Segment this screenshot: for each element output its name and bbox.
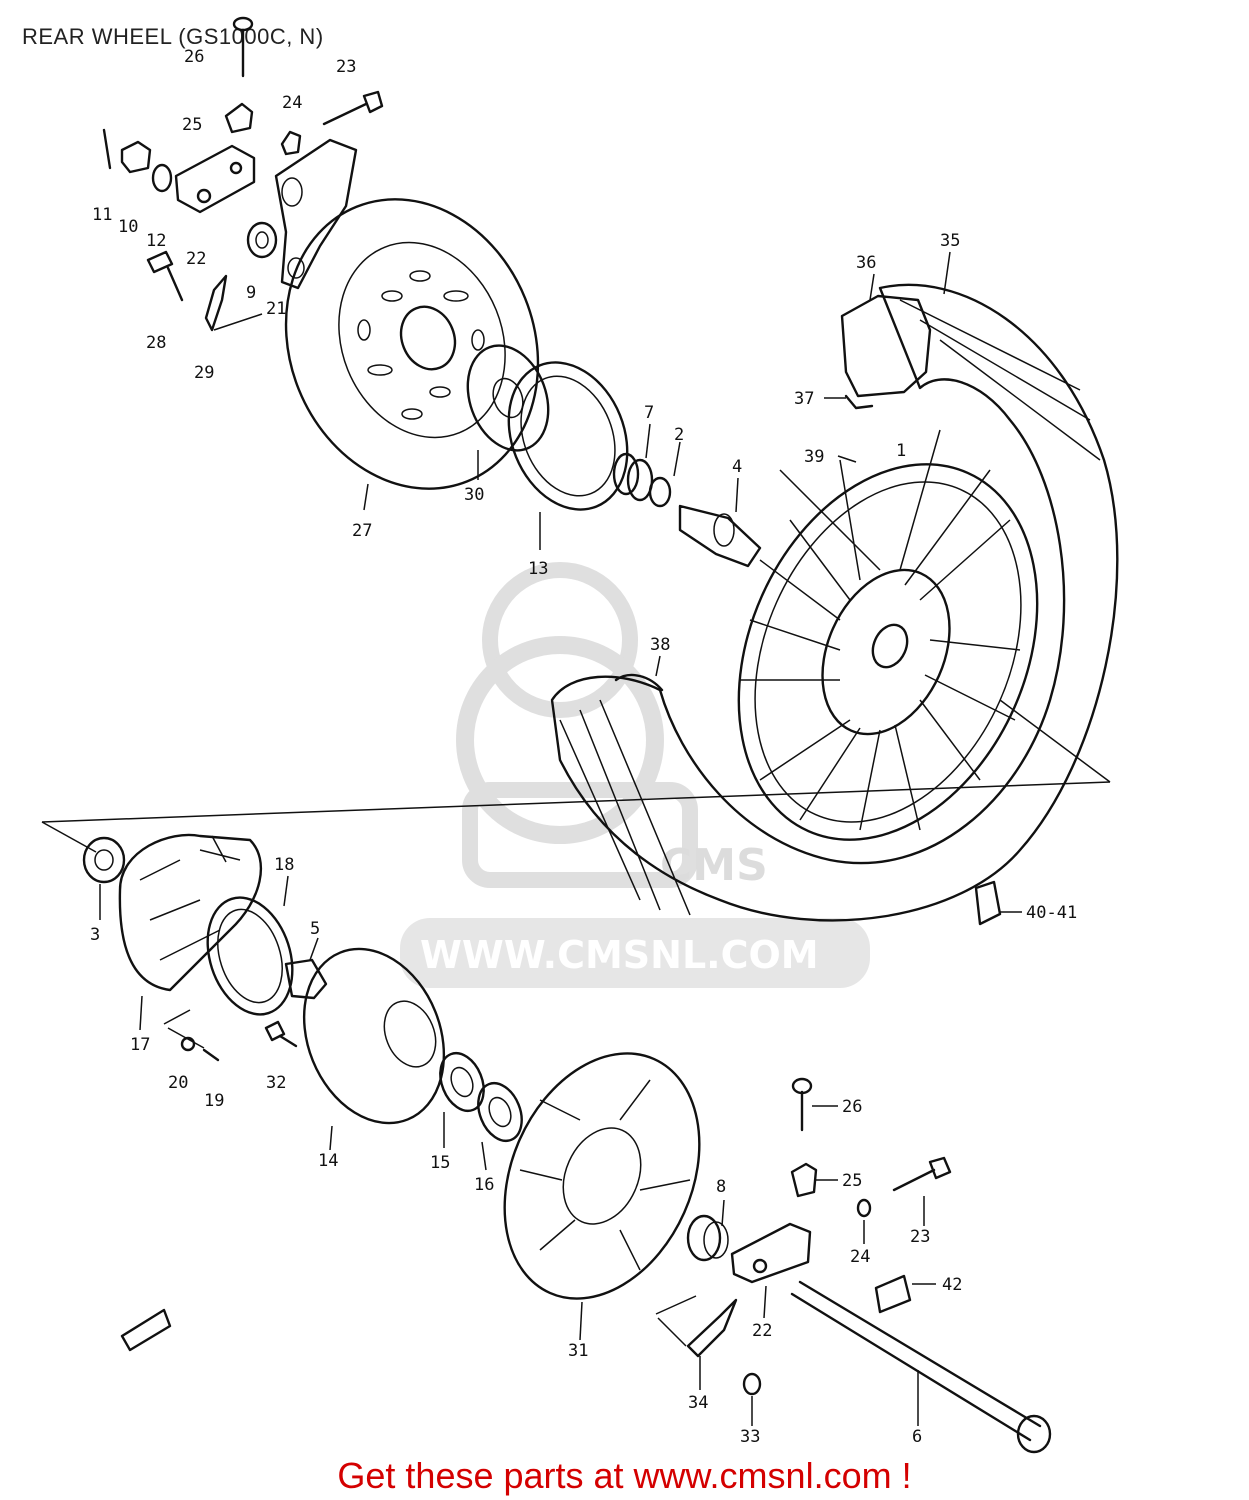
part-label: 40-41 (1026, 903, 1077, 923)
brake-disc (284, 198, 540, 490)
part-label: 30 (464, 485, 484, 505)
part-label: 32 (266, 1073, 286, 1093)
part-label: 36 (856, 253, 876, 273)
part-label: 14 (318, 1151, 338, 1171)
part-label: 20 (168, 1073, 188, 1093)
part-label: 42 (942, 1275, 962, 1295)
hub-cover (507, 361, 629, 511)
buy-parts-link[interactable]: Get these parts at www.cmsnl.com ! (337, 1455, 912, 1496)
part-label: 28 (146, 333, 166, 353)
part-label: 6 (912, 1427, 922, 1447)
part-label: 13 (528, 559, 548, 579)
part-label: 34 (688, 1393, 708, 1413)
part-label: 24 (850, 1247, 870, 1267)
part-label: 37 (794, 389, 814, 409)
rear-wheel (41, 283, 1119, 922)
part-label: 5 (310, 919, 320, 939)
part-label: 26 (842, 1097, 862, 1117)
bearing-spacer-group (612, 452, 762, 568)
diagram-title: REAR WHEEL (GS1000C, N) (22, 24, 324, 49)
part-label: 31 (568, 1341, 588, 1361)
part-label: 39 (804, 447, 824, 467)
part-label: 17 (130, 1035, 150, 1055)
disc-flange (466, 344, 550, 452)
part-label: 38 (650, 635, 670, 655)
part-label: 11 (92, 205, 112, 225)
part-label: 33 (740, 1427, 760, 1447)
part-label: 21 (266, 299, 286, 319)
part-label: 1 (896, 441, 906, 461)
part-label: 27 (352, 521, 372, 541)
part-label: 26 (184, 47, 204, 67)
part-label: 12 (146, 231, 166, 251)
part-label: 23 (910, 1227, 930, 1247)
part-label: 23 (336, 57, 356, 77)
part-label: 8 (716, 1177, 726, 1197)
part-label: 22 (186, 249, 206, 269)
part-label: 19 (204, 1091, 224, 1111)
cmsnl-watermark: CMS WWW.CMSNL.COM (400, 562, 870, 988)
sprocket-drum-group (41, 821, 1052, 1454)
watermark-text: WWW.CMSNL.COM (420, 933, 819, 977)
part-label: 4 (732, 457, 742, 477)
part-label: 25 (182, 115, 202, 135)
part-label: 9 (246, 283, 256, 303)
part-label: 24 (282, 93, 302, 113)
part-label: 3 (90, 925, 100, 945)
part-label: 25 (842, 1171, 862, 1191)
part-label: 7 (644, 403, 654, 423)
caliper-bracket-group (102, 16, 384, 332)
part-label: 35 (940, 231, 960, 251)
watermark-logo: CMS (660, 840, 768, 891)
leader-lines (99, 251, 1022, 1426)
part-label: 18 (274, 855, 294, 875)
part-label: 22 (752, 1321, 772, 1341)
part-label: 15 (430, 1153, 450, 1173)
part-label: 2 (674, 425, 684, 445)
part-label: 10 (118, 217, 138, 237)
part-label: 29 (194, 363, 214, 383)
part-label: 16 (474, 1175, 494, 1195)
part-number-labels: 26 23 25 24 11 10 12 22 9 28 29 21 27 30… (90, 47, 1077, 1447)
